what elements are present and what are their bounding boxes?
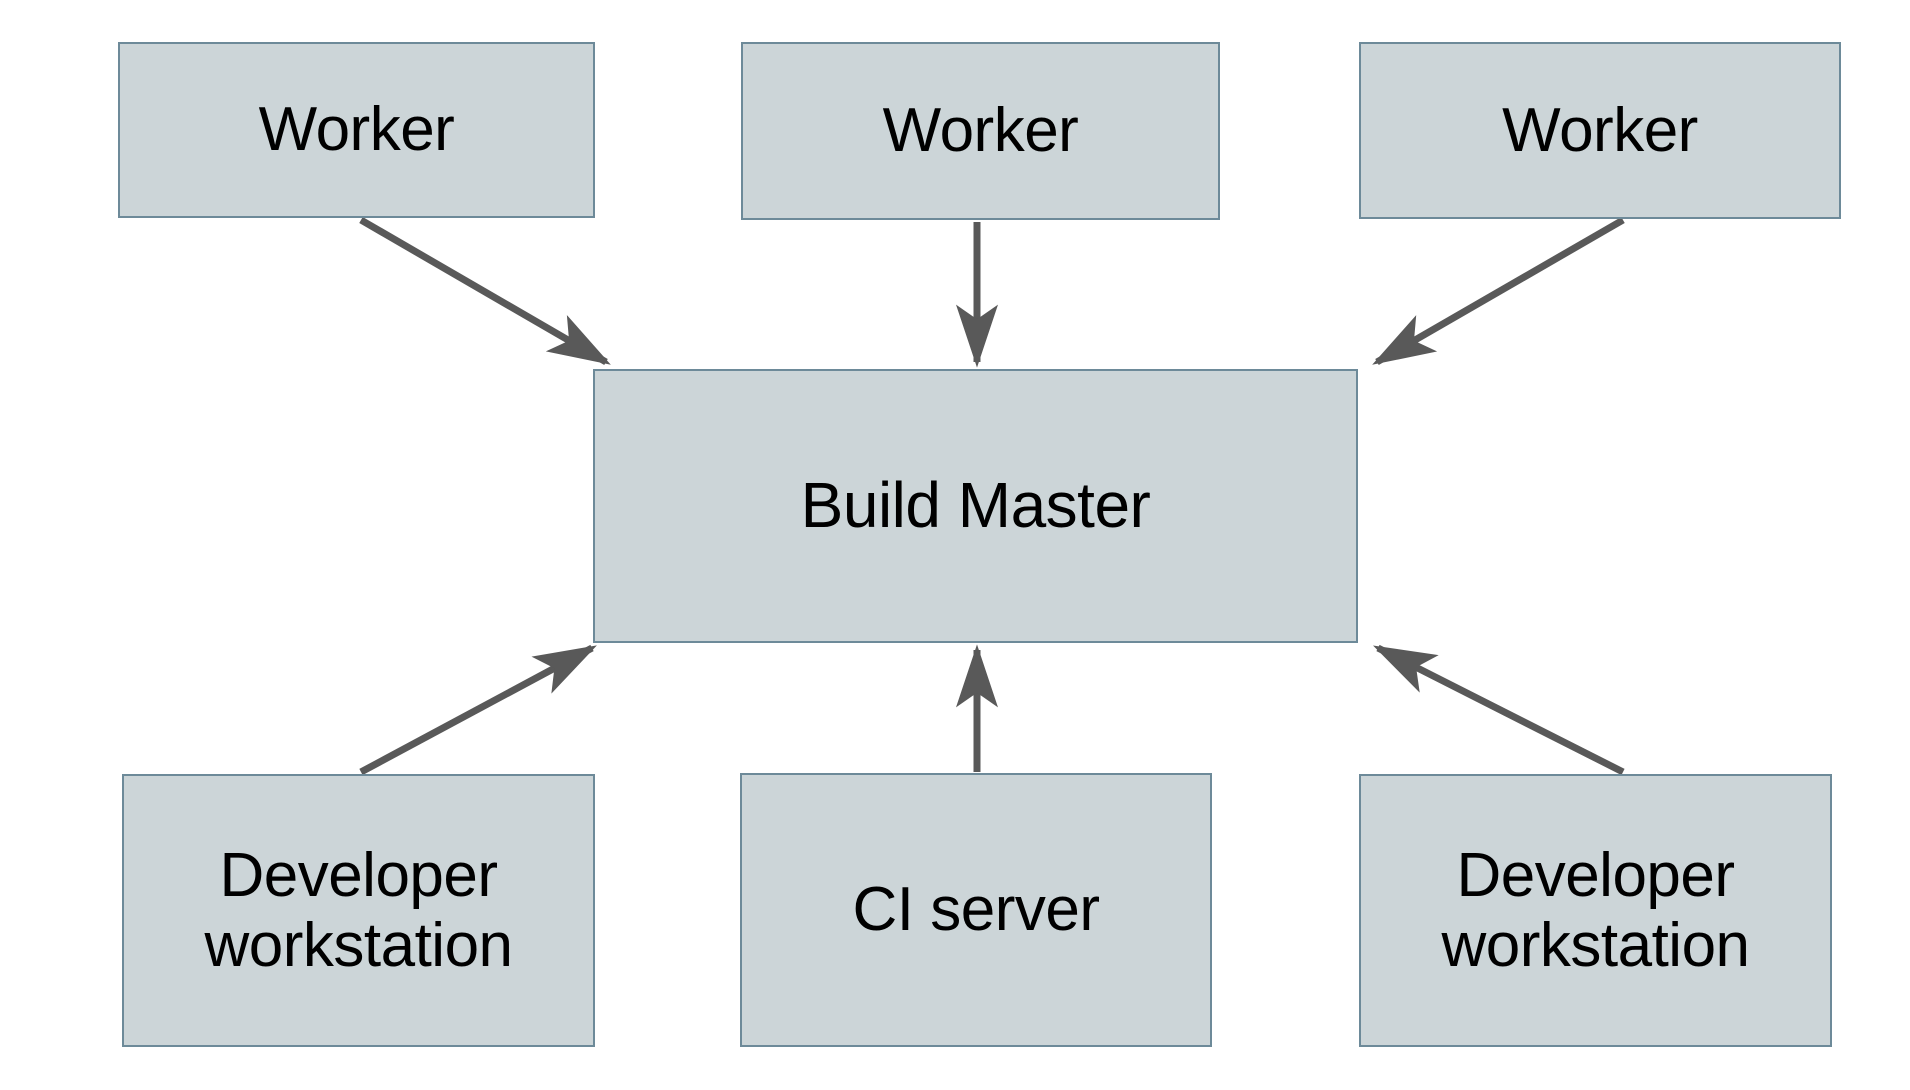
node-ci-server-label: CI server — [852, 875, 1100, 945]
node-build-master[interactable]: Build Master — [593, 369, 1358, 643]
node-worker-middle[interactable]: Worker — [741, 42, 1220, 220]
node-worker-left-label: Worker — [258, 95, 455, 165]
node-worker-right[interactable]: Worker — [1359, 42, 1841, 219]
edge-dev-right-to-master — [1373, 644, 1625, 776]
node-developer-workstation-right-label: Developer workstation — [1441, 841, 1750, 980]
edge-worker-right-to-master — [1372, 216, 1625, 366]
node-worker-middle-label: Worker — [882, 96, 1079, 166]
node-developer-workstation-left-label: Developer workstation — [204, 841, 513, 980]
edge-dev-left-to-master — [359, 644, 597, 776]
node-ci-server[interactable]: CI server — [740, 773, 1212, 1047]
node-worker-left[interactable]: Worker — [118, 42, 595, 218]
node-build-master-label: Build Master — [800, 469, 1151, 542]
edge-worker-left-to-master — [359, 216, 611, 366]
node-worker-right-label: Worker — [1502, 95, 1698, 165]
node-developer-workstation-left[interactable]: Developer workstation — [122, 774, 595, 1047]
node-developer-workstation-right[interactable]: Developer workstation — [1359, 774, 1832, 1047]
